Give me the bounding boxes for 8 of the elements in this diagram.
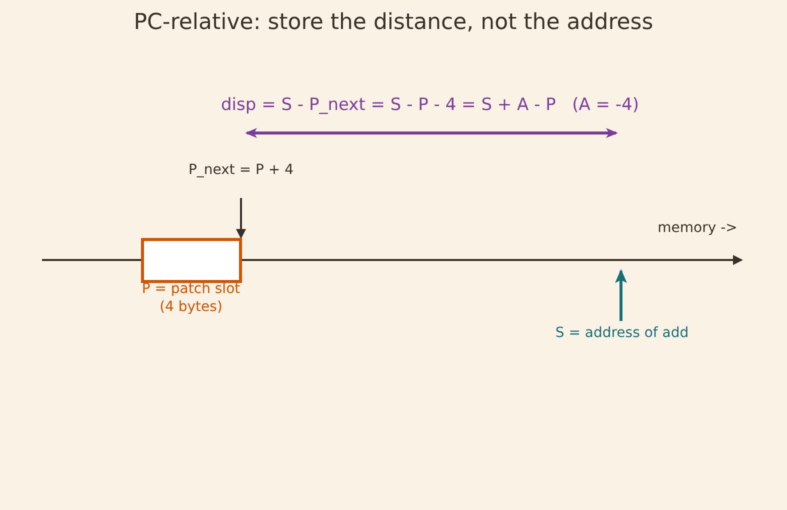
axis-label: memory ->	[656, 220, 738, 236]
formula-text: P_next = P + 4	[187, 161, 295, 180]
arrow	[615, 269, 627, 321]
displacement-formula: disp = S - P_next = S - P - 4 = S + A - P (A = -4)	[220, 95, 640, 115]
address-text: S = address of add	[554, 324, 690, 343]
slot-caption: P = patch slot (4 bytes)	[140, 280, 242, 316]
arrow	[236, 198, 246, 239]
diagram-title: PC-relative: store the distance, not the address	[132, 10, 654, 35]
